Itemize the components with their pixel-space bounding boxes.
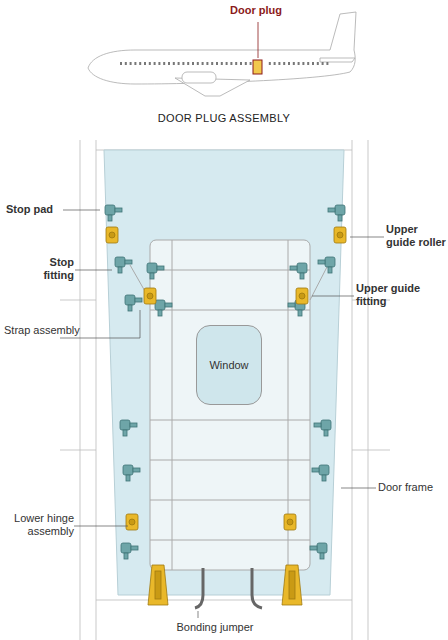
part-label: Upper guide fitting [356,282,444,308]
cabin-window [298,62,300,65]
cabin-window [250,62,252,65]
cabin-window [269,62,271,65]
part-label: Door plug [230,4,290,17]
stop-pad [115,257,132,273]
cabin-window [322,62,324,65]
stop-pad [312,465,329,481]
cabin-window [120,62,122,65]
cabin-window [192,62,194,65]
cabin-window [149,62,151,65]
part-label: Upper guide roller [386,223,446,249]
cabin-window [312,62,314,65]
cabin-window [283,62,285,65]
window-outline: Window [196,325,262,405]
stop-pad [155,300,172,316]
guide-roller [334,227,346,243]
cabin-window [288,62,290,65]
cabin-window [302,62,304,65]
node-label: Window [209,359,248,371]
cabin-window [139,62,141,65]
cabin-window [134,62,136,65]
guide-roller [144,288,156,304]
door-plug-panel [104,150,344,595]
fuselage-structure [60,140,390,640]
cabin-window [206,62,208,65]
leader-lines [60,210,384,618]
door-structure [130,240,328,570]
cabin-window [235,62,237,65]
lower-hinge [282,565,302,605]
guide-roller [296,288,308,304]
stop-pad [105,205,122,221]
airplane-silhouette [88,12,356,96]
cabin-window [154,62,156,65]
stop-pad [123,465,140,481]
cabin-window [173,62,175,65]
bonding-jumper-cable [195,568,262,608]
cabin-window [168,62,170,65]
cabin-window [326,62,328,65]
cabin-window [178,62,180,65]
cabin-window [130,62,132,65]
stop-pad [120,420,137,436]
stop-pad [328,205,345,221]
cabin-window [125,62,127,65]
stop-pad [318,257,335,273]
guide-roller [106,227,118,243]
stop-pad [125,295,142,311]
cabin-window [245,62,247,65]
lower-hinge [148,565,168,605]
cabin-window [274,62,276,65]
cabin-window [240,62,242,65]
stop-pad [310,543,327,559]
cabin-window [307,62,309,65]
stop-pad [290,263,307,279]
part-label: Bonding jumper [160,621,270,634]
cabin-window [163,62,165,65]
cabin-window [293,62,295,65]
part-label: Door frame [378,481,444,494]
guide-roller [284,514,296,530]
cabin-window [211,62,213,65]
stop-pad [147,263,164,279]
part-label: Lower hinge assembly [14,512,74,538]
stop-pad [121,543,138,559]
cabin-window [221,62,223,65]
cabin-window [158,62,160,65]
door-plug-marker [253,60,262,74]
cabin-window [216,62,218,65]
cabin-window [197,62,199,65]
part-label: Stop pad [6,203,64,216]
diagram-title: DOOR PLUG ASSEMBLY [0,112,448,124]
cabin-window [144,62,146,65]
cabin-window [278,62,280,65]
part-label: Strap assembly [4,324,94,337]
cabin-window [182,62,184,65]
stop-pad [314,420,331,436]
part-label: Stop fitting [18,256,74,282]
cabin-window [317,62,319,65]
cabin-window [202,62,204,65]
cabin-window [187,62,189,65]
cabin-window [230,62,232,65]
cabin-window [226,62,228,65]
guide-roller [126,514,138,530]
